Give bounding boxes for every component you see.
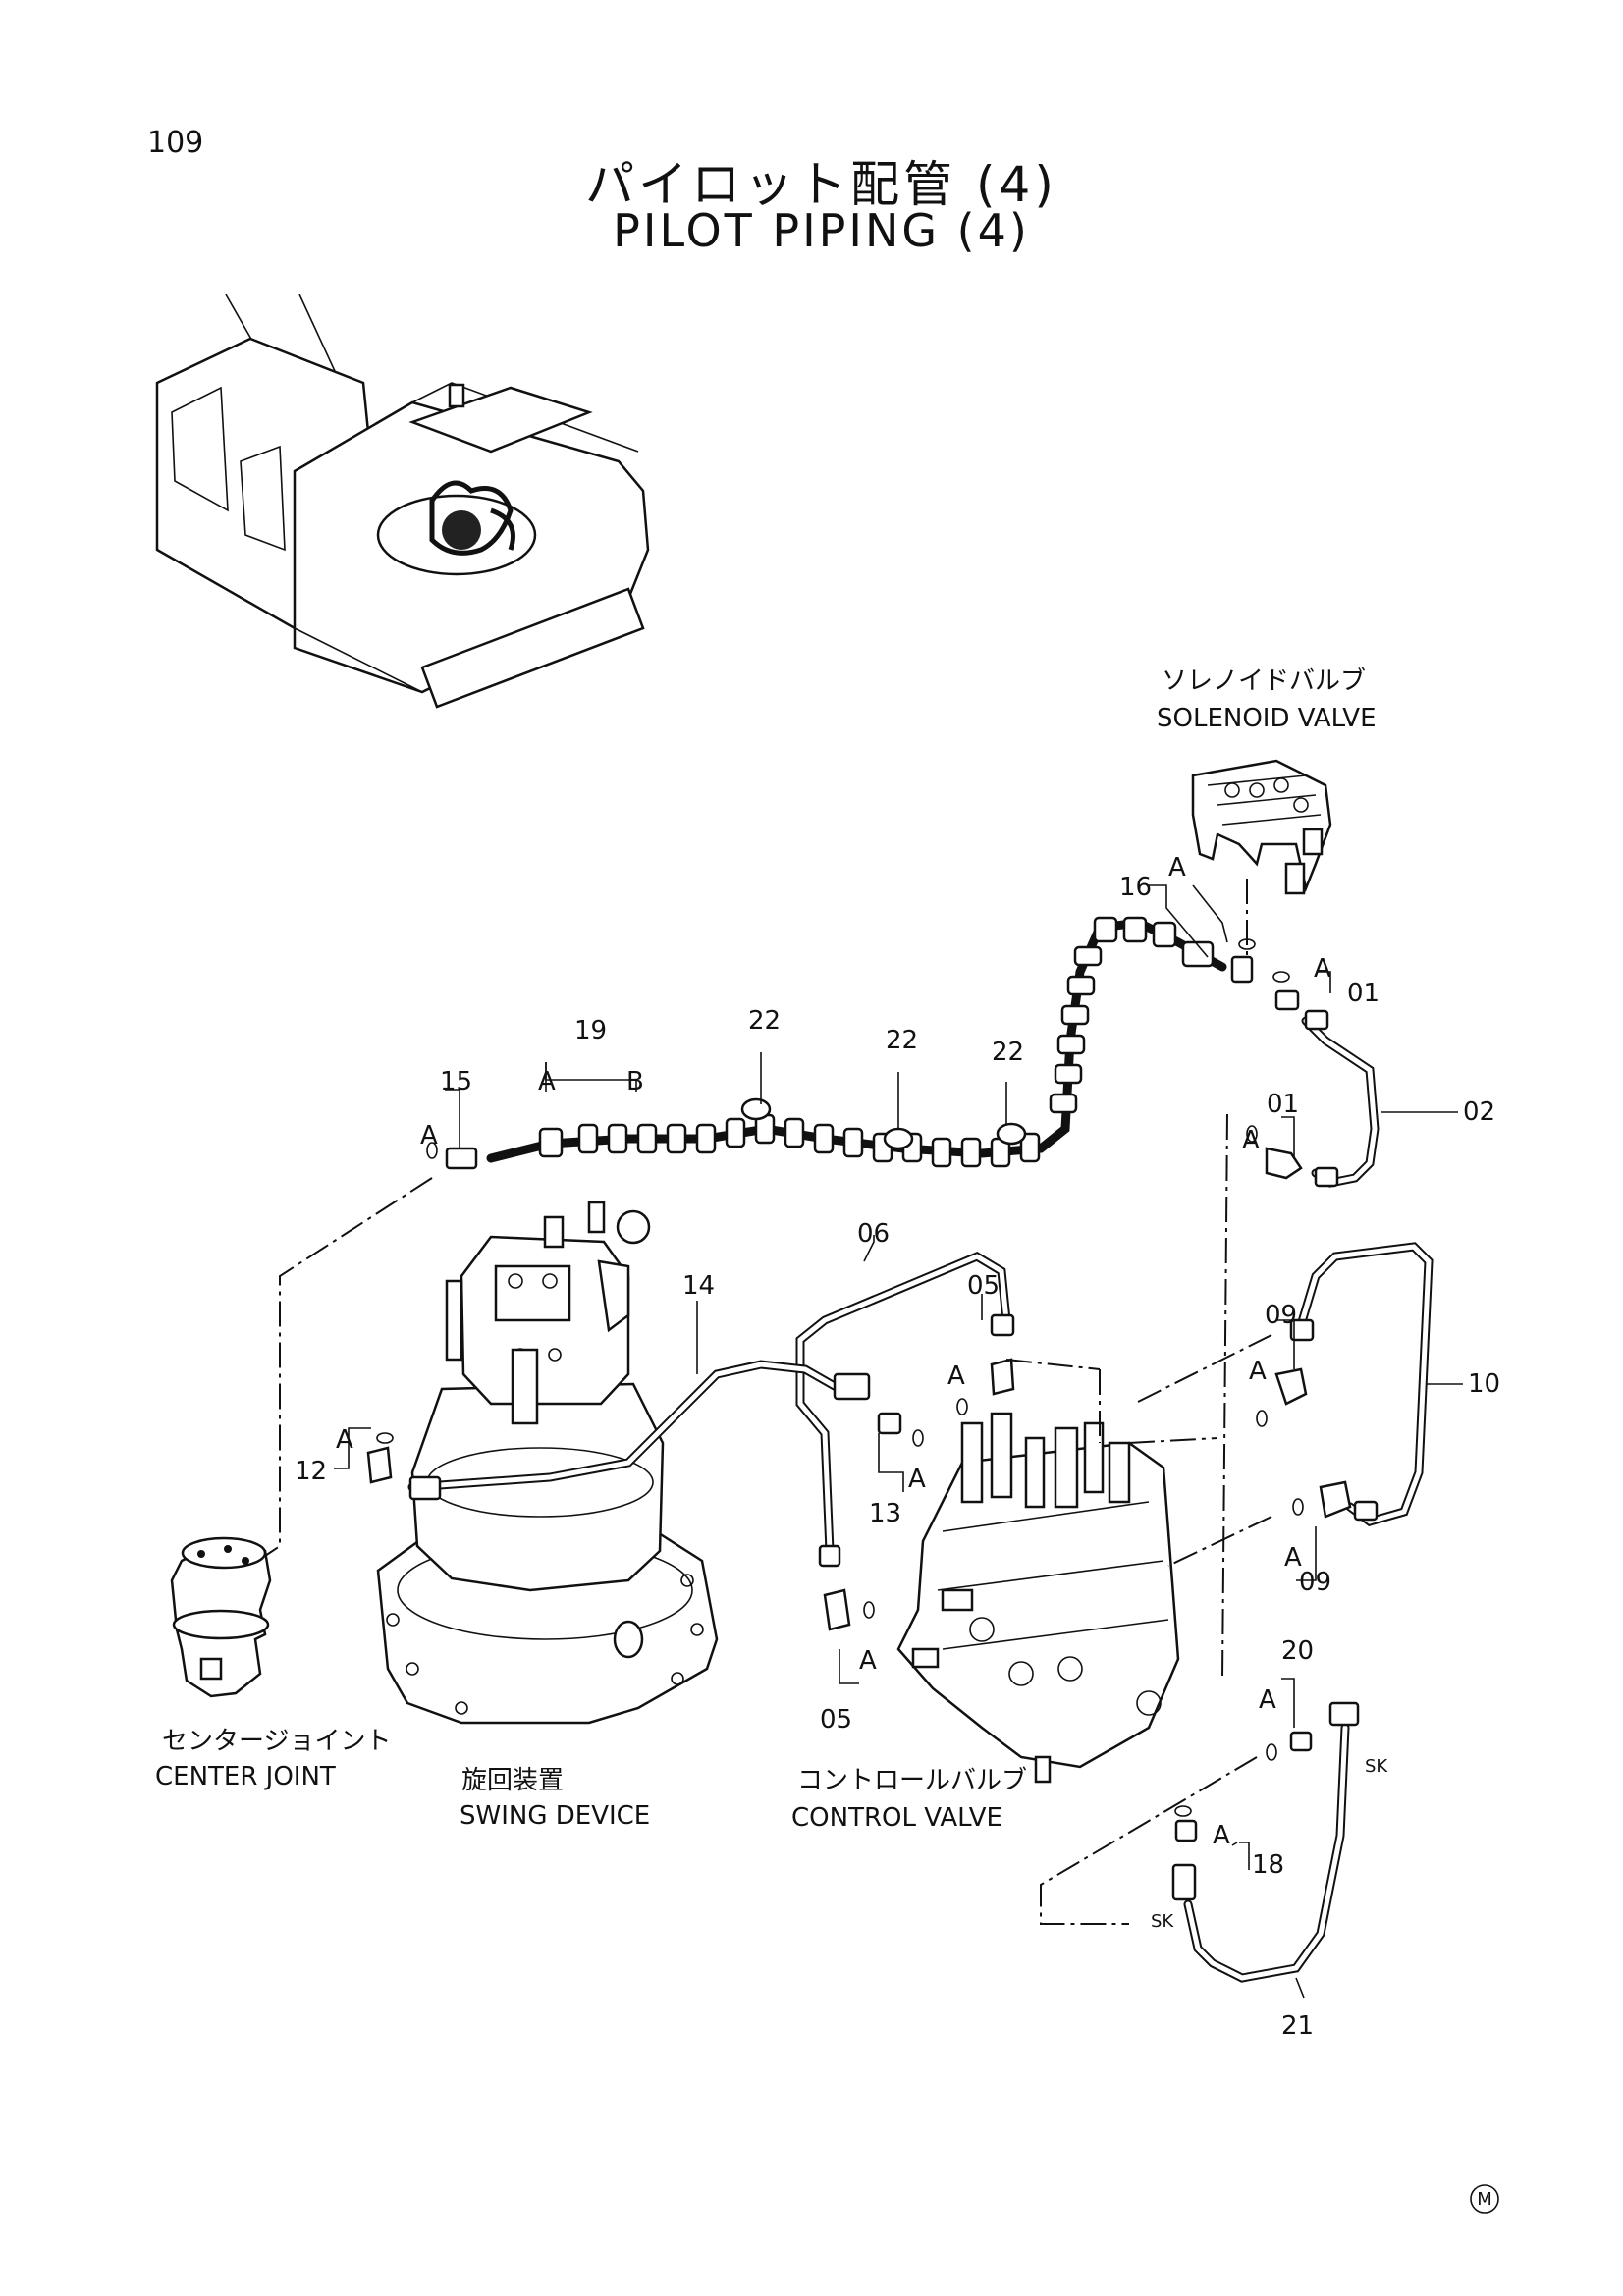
part-letter-a: A xyxy=(1213,1821,1230,1850)
part-letter-a: A xyxy=(336,1425,353,1455)
part-letter-a: A xyxy=(1168,853,1186,882)
part-number-01: 01 xyxy=(1347,979,1380,1008)
swing-device-label-ja: 旋回装置 xyxy=(461,1766,564,1795)
part-number-20: 20 xyxy=(1281,1636,1314,1666)
part-number-06: 06 xyxy=(857,1219,890,1249)
title-japanese: パイロット配管 (4) xyxy=(585,156,1057,213)
part-number-05: 05 xyxy=(967,1271,1000,1301)
part-letter-a: A xyxy=(538,1067,556,1096)
page-mark-letter: M xyxy=(1477,2189,1492,2210)
page-number: 109 xyxy=(147,126,204,160)
part-number-19: 19 xyxy=(574,1016,607,1045)
control-valve-illustration xyxy=(896,1412,1180,1784)
leader-lines xyxy=(334,884,1463,1999)
center-joint-label-en: CENTER JOINT xyxy=(155,1762,336,1791)
part-number-22: 22 xyxy=(992,1038,1024,1067)
hose-end-mark-sk: SK xyxy=(1365,1756,1388,1777)
o-rings xyxy=(376,938,1304,1817)
part-letter-a: A xyxy=(1249,1357,1267,1386)
part-number-10: 10 xyxy=(1468,1369,1500,1399)
part-number-02: 02 xyxy=(1463,1097,1495,1127)
part-letter-a: A xyxy=(859,1646,877,1676)
fittings xyxy=(366,955,1379,1901)
part-letter-a: A xyxy=(947,1362,965,1391)
part-letter-a: A xyxy=(1314,954,1331,984)
part-number-13: 13 xyxy=(869,1499,901,1528)
swing-device-illustration xyxy=(376,1201,719,1725)
part-number-15: 15 xyxy=(440,1067,472,1096)
page-mark-circle xyxy=(1470,2184,1499,2214)
part-letter-a: A xyxy=(1284,1543,1302,1573)
part-number-14: 14 xyxy=(682,1271,715,1301)
chain-lines xyxy=(264,879,1272,1925)
part-number-22: 22 xyxy=(886,1026,918,1055)
title-english: PILOT PIPING (4) xyxy=(613,204,1030,257)
center-joint-label-ja: センタージョイント xyxy=(162,1727,391,1756)
part-number-01: 01 xyxy=(1267,1090,1299,1119)
solenoid-valve-illustration xyxy=(1191,759,1332,895)
part-number-21: 21 xyxy=(1281,2011,1314,2041)
part-number-16: 16 xyxy=(1119,873,1152,902)
solenoid-valve-label-ja: ソレノイドバルブ xyxy=(1162,667,1366,696)
excavator-overview-illustration xyxy=(155,294,650,709)
part-number-18: 18 xyxy=(1252,1850,1284,1880)
swing-area-highlight xyxy=(376,480,537,576)
part-number-12: 12 xyxy=(295,1457,327,1486)
pipes xyxy=(407,1016,1434,1983)
part-letter-a: A xyxy=(1242,1126,1260,1155)
center-joint-illustration xyxy=(170,1536,272,1698)
control-valve-label-en: CONTROL VALVE xyxy=(791,1803,1002,1833)
hose-end-mark-sk: SK xyxy=(1151,1911,1174,1932)
solenoid-valve-label-en: SOLENOID VALVE xyxy=(1157,704,1377,733)
part-number-09: 09 xyxy=(1265,1301,1297,1330)
part-letter-a: A xyxy=(420,1121,438,1150)
control-valve-label-ja: コントロールバルブ xyxy=(797,1766,1027,1795)
part-letter-a: A xyxy=(908,1465,926,1494)
part-letter-b: B xyxy=(626,1067,644,1096)
part-letter-a: A xyxy=(1259,1685,1276,1715)
part-number-22: 22 xyxy=(748,1006,781,1036)
part-number-09: 09 xyxy=(1299,1568,1331,1597)
swing-device-label-en: SWING DEVICE xyxy=(460,1801,650,1831)
part-number-05: 05 xyxy=(820,1705,852,1735)
hose-19-corrugated xyxy=(486,916,1227,1168)
